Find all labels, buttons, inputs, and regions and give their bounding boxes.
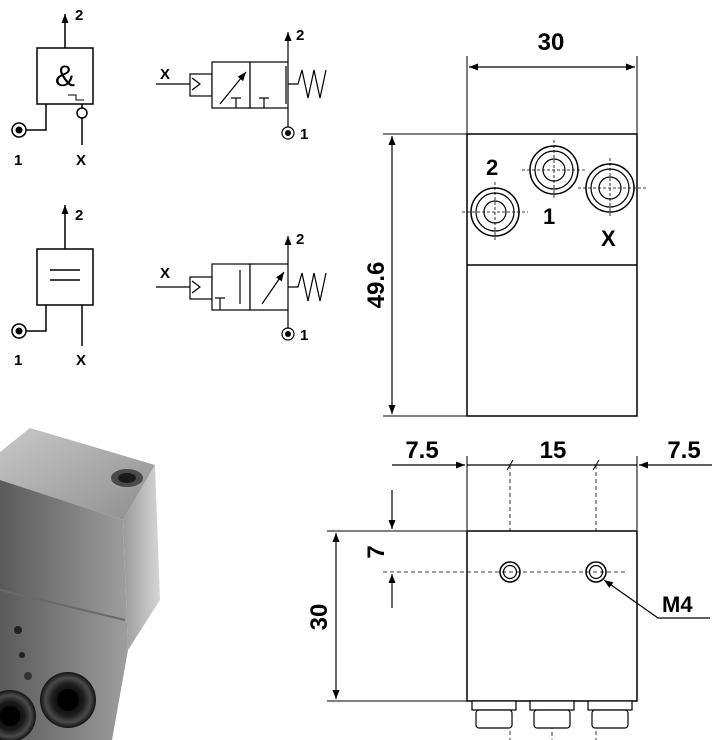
or-valve-port-2: 2 — [296, 231, 304, 248]
and-symbol: & — [55, 60, 75, 93]
or-gate-port-x: X — [76, 352, 86, 369]
front-view-drawing: 30 49.6 2 1 X — [363, 29, 646, 417]
and-valve-port-x: X — [160, 66, 170, 83]
and-gate-port-1: 1 — [14, 152, 22, 169]
or-valve-port-x: X — [160, 265, 170, 282]
or-valve-symbol: X 2 1 — [156, 231, 327, 344]
front-width-dimension: 30 — [538, 29, 565, 56]
bottom-dim-height: 30 — [306, 604, 333, 631]
front-port-1-label: 1 — [543, 204, 555, 229]
front-port-2-label: 2 — [486, 155, 498, 180]
and-gate-symbol: 2 & 1 X — [11, 7, 94, 169]
product-photo — [0, 428, 160, 740]
or-valve-port-1: 1 — [300, 327, 308, 344]
bottom-dim-left: 7.5 — [405, 437, 438, 464]
bottom-dim-right: 7.5 — [667, 437, 700, 464]
or-gate-port-1: 1 — [14, 352, 22, 369]
or-gate-port-2: 2 — [75, 207, 83, 224]
front-port-x-label: X — [601, 226, 616, 251]
bottom-dim-hole: 7 — [363, 545, 390, 558]
front-height-dimension: 49.6 — [363, 262, 390, 309]
and-valve-port-2: 2 — [296, 27, 304, 44]
bottom-view-drawing: 7.5 15 7.5 7 30 M4 — [306, 437, 712, 740]
thread-label-m4: M4 — [662, 592, 693, 617]
or-gate-symbol: 2 1 X — [11, 205, 94, 369]
bottom-dim-mid: 15 — [540, 437, 567, 464]
and-valve-port-1: 1 — [300, 126, 308, 143]
and-gate-port-2: 2 — [75, 7, 83, 24]
and-valve-symbol: X 2 1 — [156, 27, 327, 143]
and-gate-port-x: X — [76, 152, 86, 169]
